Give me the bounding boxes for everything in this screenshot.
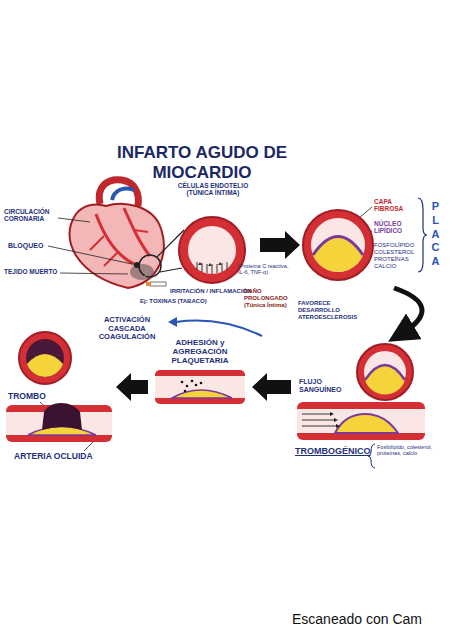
stage-label: CAPA FIBROSA [374, 198, 420, 213]
annotation: Fosfolípido, colesterol, proteínas, calc… [377, 444, 443, 457]
annotation: Ej: TOXINAS (TABACO) [140, 298, 224, 305]
artery-occluded [27, 354, 63, 377]
artery-endothelium [179, 217, 245, 283]
artery-occluded [6, 332, 112, 442]
stage-panel: ADHESIÓN y AGREGACIÓN PLAQUETARIA [150, 338, 250, 406]
vertical-label: PLACA [430, 200, 441, 269]
artery-occluded [19, 332, 71, 384]
artery-platelets [172, 390, 232, 398]
artery-plaque [313, 237, 363, 272]
artery-platelets [181, 381, 184, 384]
artery-occluded [28, 427, 96, 436]
stage-arrow [260, 231, 300, 259]
leader-line [58, 218, 90, 222]
cigarette [145, 268, 148, 280]
artery-platelets [200, 382, 203, 385]
artery-narrowed [357, 344, 413, 400]
annotation: IRRITACIÓN / INFLAMACIÓN [170, 288, 254, 295]
heart-illustration [99, 180, 138, 206]
artery-platelets [155, 370, 245, 404]
stage-panel: CAPA FIBROSA NÚCLEO LIPÍDICO FOSFOLÍPIDO C… [302, 196, 420, 286]
artery-narrowed [365, 365, 405, 380]
artery-narrowed [297, 409, 425, 433]
title: INFARTO AGUDO DE MIOCARDIO [112, 143, 292, 184]
annotation: DAÑO PROLONGADO (Túnica Íntima) [244, 288, 296, 309]
artery-plaque [311, 218, 365, 272]
annotation: FAVORECE DESARROLLO ATEROESCLEROSIS [298, 300, 362, 321]
artery-plaque [313, 237, 363, 256]
artery-narrowed [365, 365, 405, 395]
heart-illustration [69, 180, 184, 288]
artery-platelets [191, 380, 194, 383]
artery-occluded [42, 403, 82, 430]
stage-arrow [394, 288, 422, 334]
stage-panel: TROMBOARTERIA OCLUIDA [4, 330, 114, 445]
annotation: BLOQUEO [8, 242, 50, 250]
artery-endothelium [197, 262, 227, 274]
artery-platelets [186, 385, 189, 388]
leader-line [60, 273, 128, 274]
cigarette [145, 268, 167, 286]
stage-label: FOSFOLÍPIDO COLESTEROL PROTEÍNAS CALCIO [374, 242, 420, 270]
heart-illustration [160, 268, 182, 272]
artery-platelets [195, 384, 198, 387]
annotation: ACTIVACIÓN CASCADA COAGULACIÓN [94, 316, 160, 342]
annotation: CIRCULACIÓN CORONARIA [4, 208, 56, 223]
artery-occluded [26, 339, 64, 377]
stage-arrow [252, 373, 291, 401]
heart-illustration [139, 255, 161, 277]
stage-label: ADHESIÓN y AGREGACIÓN PLAQUETARIA [150, 338, 250, 366]
bracket [418, 198, 427, 272]
artery-narrowed [335, 414, 398, 433]
stage-label: NÚCLEO LIPÍDICO [374, 220, 420, 235]
heart-illustration [69, 204, 163, 288]
stage-label: CÉLULAS ENDOTELIO (TÚNICA ÍNTIMA) [168, 182, 258, 197]
artery-platelets [155, 370, 245, 404]
watermark: Escaneado con Cam [292, 611, 450, 627]
heart-illustration [90, 230, 148, 266]
artery-platelets [184, 390, 187, 393]
cigarette [150, 282, 166, 286]
activation-arrow [168, 317, 262, 336]
annotation: (Proteína C reactiva, IL-6, TNF-α) [238, 263, 296, 276]
stage-label: ARTERIA OCLUIDA [14, 452, 110, 462]
artery-narrowed [330, 412, 340, 428]
artery-platelets [155, 376, 245, 398]
stage-arrow [116, 373, 148, 401]
activation-arrow [168, 317, 177, 327]
annotation: TEJIDO MUERTO [4, 268, 60, 275]
stage-panel: FLUJO SANGUÍNEOTROMBOGÉNICO [293, 336, 443, 442]
artery-narrowed [302, 414, 336, 426]
leader-line [84, 441, 94, 451]
artery-endothelium [198, 262, 222, 266]
artery-plaque [303, 210, 373, 280]
artery-endothelium [179, 217, 245, 283]
artery-endothelium [188, 226, 236, 274]
stage-label: TROMBOGÉNICO [295, 446, 373, 456]
artery-narrowed [297, 344, 425, 440]
heart-illustration [112, 188, 134, 200]
leader-line [48, 246, 132, 264]
activation-arrow [176, 321, 262, 336]
artery-plaque [303, 210, 373, 280]
artery-narrowed [297, 402, 425, 440]
stage-label: FLUJO SANGUÍNEO [299, 378, 355, 394]
cigarette [146, 282, 151, 286]
stage-label: TROMBO [8, 392, 58, 402]
